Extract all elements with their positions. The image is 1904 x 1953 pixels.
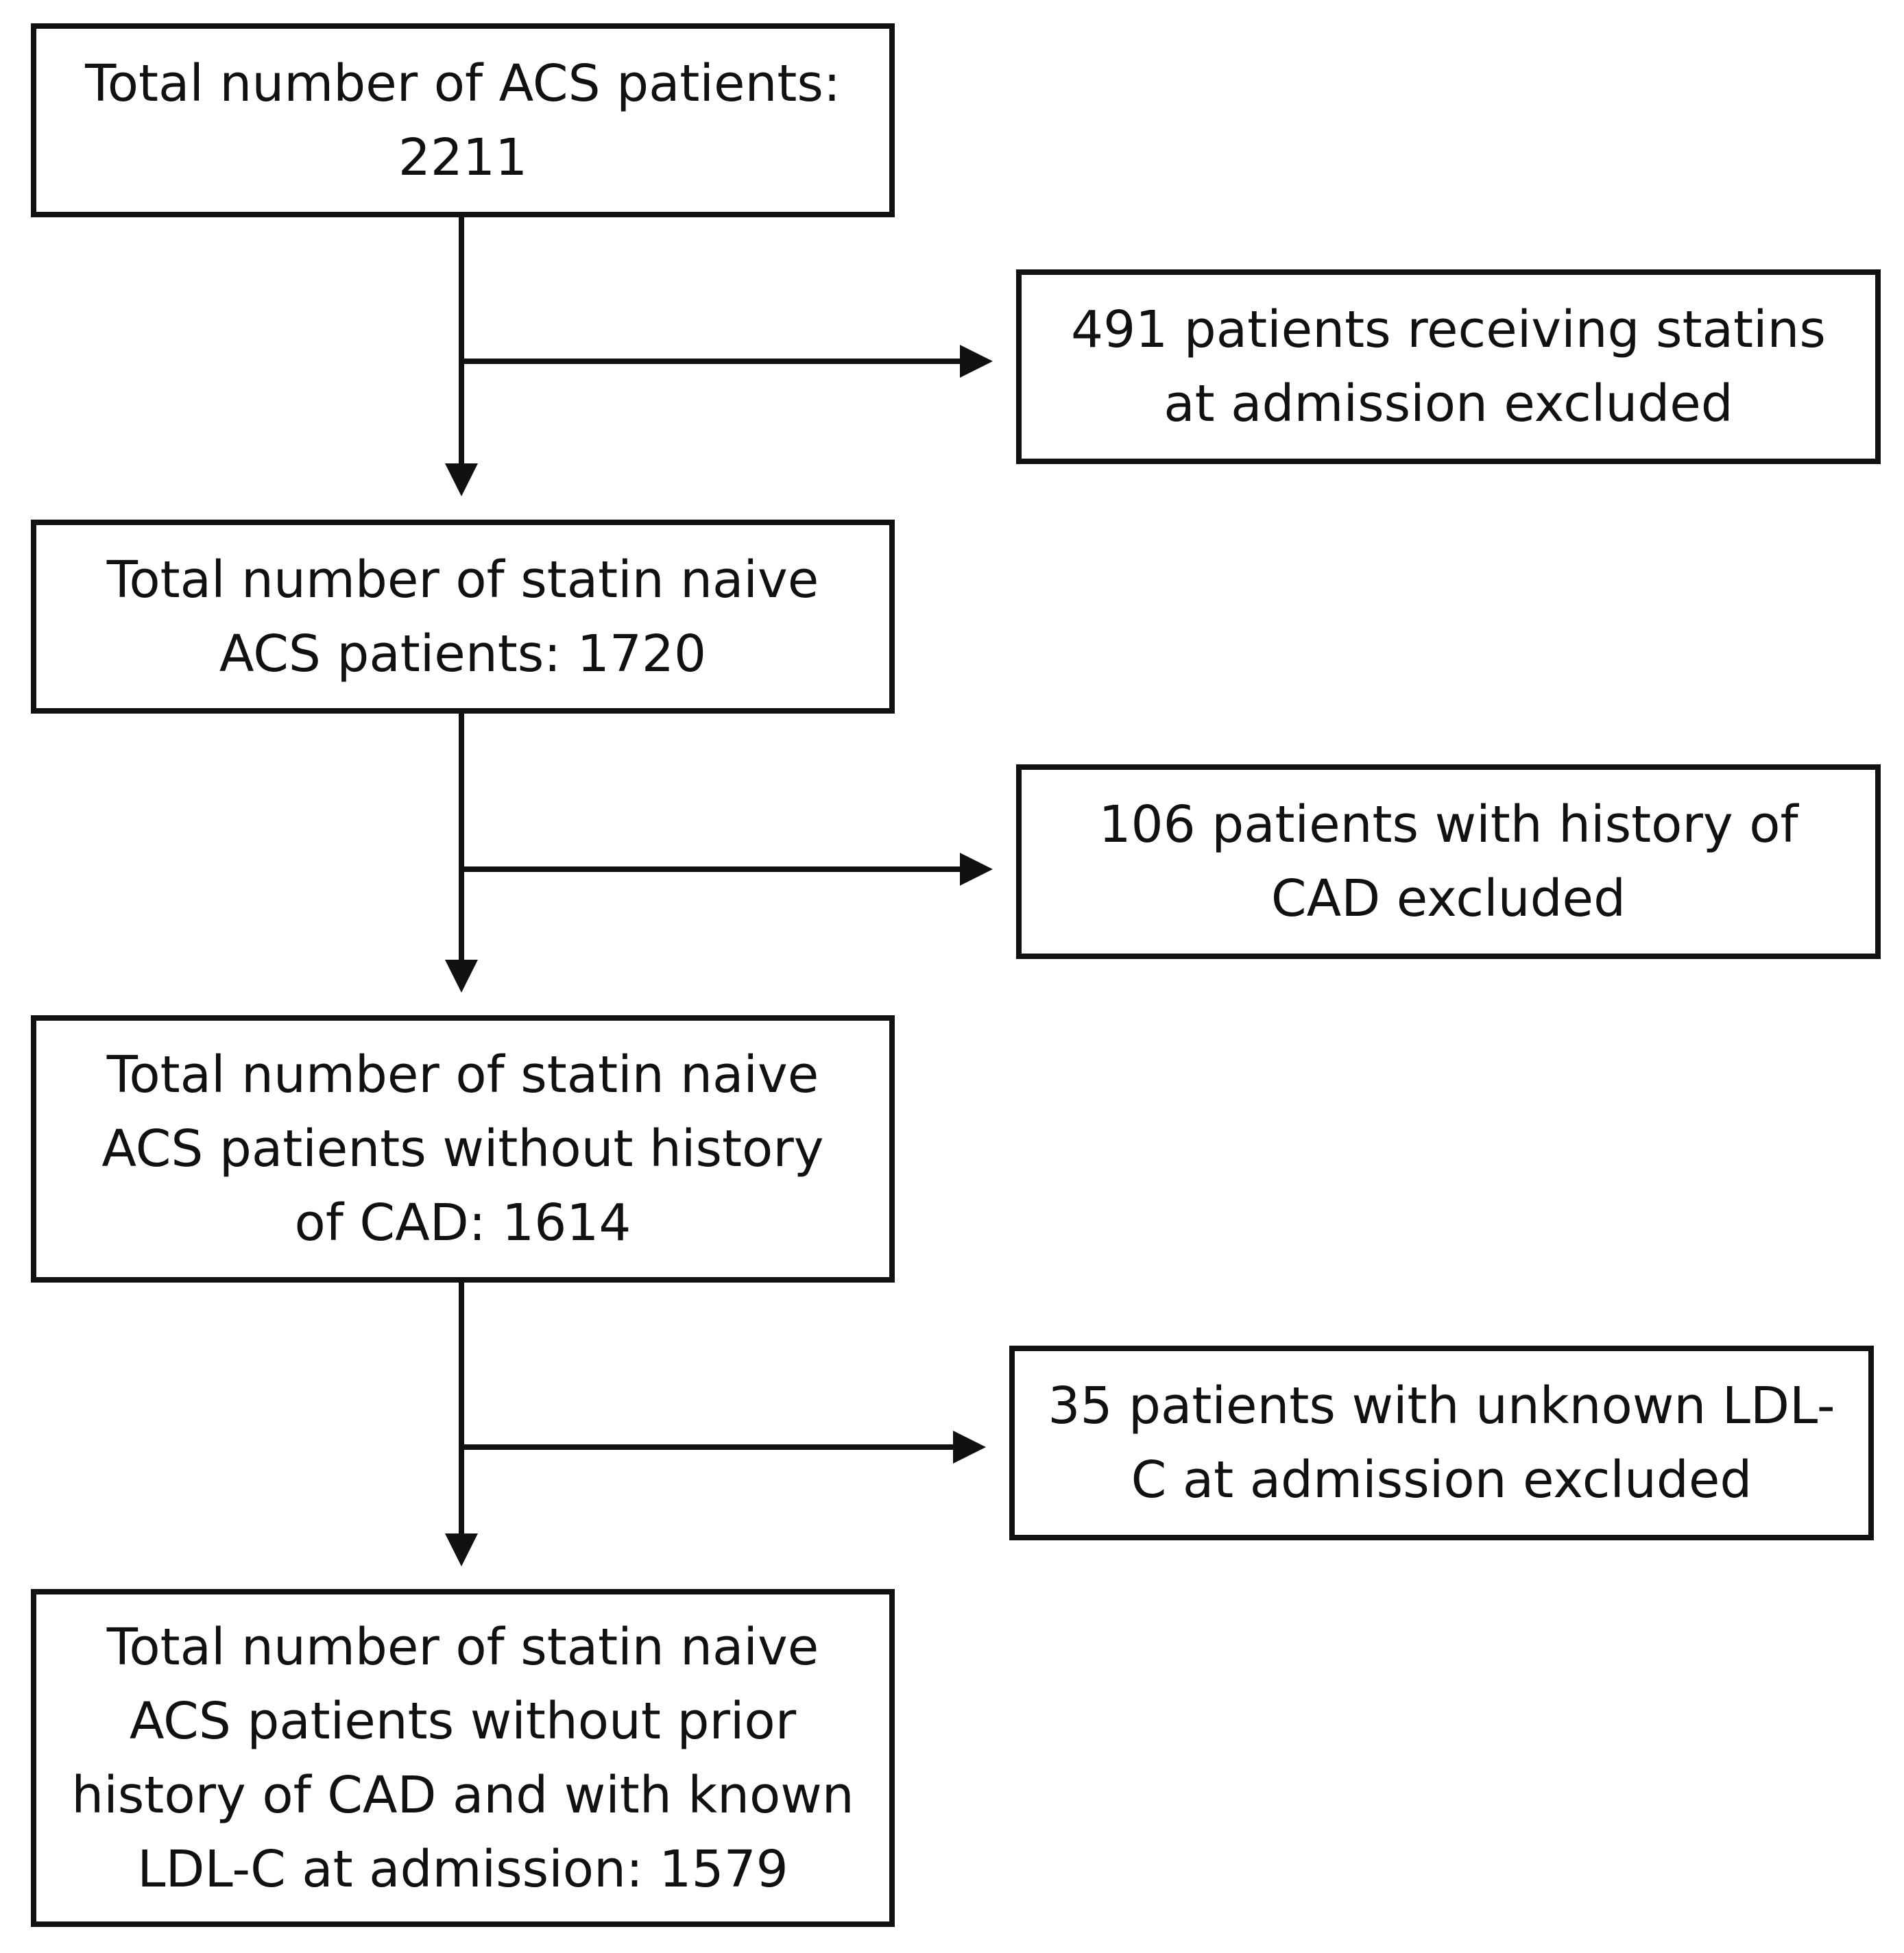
box-line: ACS patients: 1720 xyxy=(219,624,707,683)
box-exclusion-cad: 106 patients with history of CAD exclude… xyxy=(1016,764,1881,959)
box-line: CAD excluded xyxy=(1270,869,1626,928)
box-final-cohort-text: Total number of statin naive ACS patient… xyxy=(36,1610,889,1906)
box-exclusion-statins-text: 491 patients receiving statins at admiss… xyxy=(1022,293,1875,441)
box-line: Total number of statin naive xyxy=(106,550,819,609)
box-line: Total number of ACS patients: xyxy=(85,53,841,113)
box-statin-naive-patients: Total number of statin naive ACS patient… xyxy=(31,520,895,714)
box-line: C at admission excluded xyxy=(1131,1451,1752,1509)
box-exclusion-ldl-text: 35 patients with unknown LDL- C at admis… xyxy=(1015,1369,1868,1517)
box-line: LDL-C at admission: 1579 xyxy=(137,1839,788,1899)
box-line: at admission excluded xyxy=(1164,374,1733,433)
box-total-acs-patients: Total number of ACS patients: 2211 xyxy=(31,23,895,217)
box-line: ACS patients without history xyxy=(101,1119,824,1178)
box-exclusion-statins: 491 patients receiving statins at admiss… xyxy=(1016,269,1881,464)
box-line: ACS patients without prior xyxy=(129,1691,797,1751)
box-statin-naive-no-cad: Total number of statin naive ACS patient… xyxy=(31,1015,895,1283)
box-line: history of CAD and with known xyxy=(71,1765,854,1825)
box-line: 491 patients receiving statins xyxy=(1071,300,1826,359)
box-line: Total number of statin naive xyxy=(106,1045,819,1104)
box-line: 106 patients with history of xyxy=(1098,795,1798,854)
box-exclusion-ldl: 35 patients with unknown LDL- C at admis… xyxy=(1009,1346,1874,1540)
box-statin-naive-patients-text: Total number of statin naive ACS patient… xyxy=(36,543,889,691)
box-final-cohort: Total number of statin naive ACS patient… xyxy=(31,1589,895,1927)
box-line: of CAD: 1614 xyxy=(294,1193,631,1252)
box-line: 2211 xyxy=(398,128,528,187)
box-total-acs-patients-text: Total number of ACS patients: 2211 xyxy=(36,47,889,195)
box-exclusion-cad-text: 106 patients with history of CAD exclude… xyxy=(1022,788,1875,936)
box-statin-naive-no-cad-text: Total number of statin naive ACS patient… xyxy=(36,1038,889,1260)
box-line: Total number of statin naive xyxy=(106,1617,819,1677)
box-line: 35 patients with unknown LDL- xyxy=(1048,1376,1835,1435)
